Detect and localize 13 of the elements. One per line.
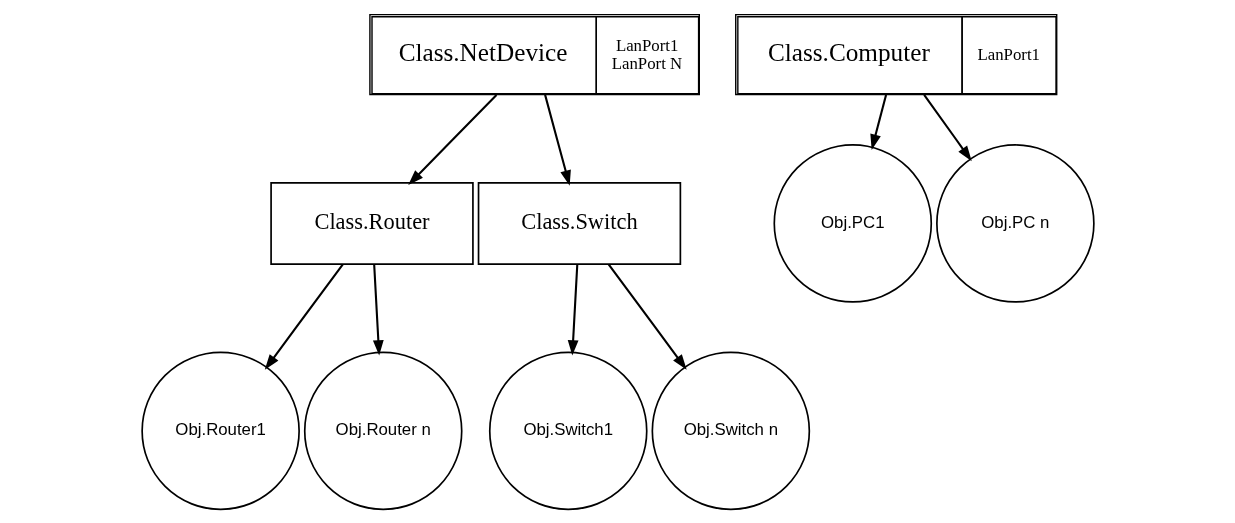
arrow — [607, 263, 687, 370]
arrow — [922, 93, 972, 161]
node-circle: Obj.PC1 — [772, 143, 932, 303]
arrow — [372, 263, 384, 356]
arrow — [407, 93, 497, 185]
node-box: Class.Switch — [477, 181, 681, 265]
node-box: Class.Router — [269, 181, 474, 265]
arrow — [264, 263, 344, 370]
arrow — [567, 263, 579, 356]
node-circle: Obj.Router n — [303, 351, 463, 510]
arrow — [543, 94, 571, 186]
node-circle: Obj.Switch1 — [488, 351, 648, 510]
arrow — [869, 94, 887, 150]
